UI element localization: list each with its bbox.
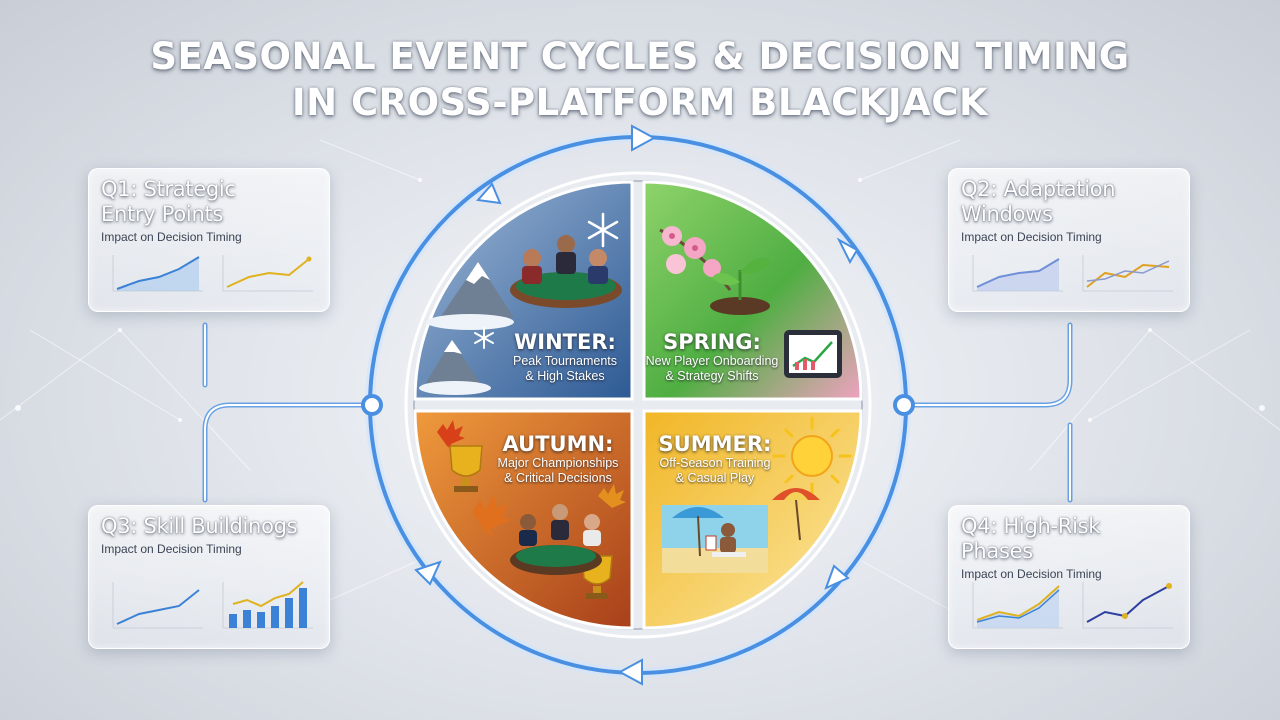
season-spring-line2: & Strategy Shifts <box>665 369 759 383</box>
trophy-icon <box>449 445 483 492</box>
season-summer: SUMMER: Off-Season Training & Casual Pla… <box>640 432 790 486</box>
card-q3: Q3: Skill Buildinogs Impact on Decision … <box>88 505 330 649</box>
maple-leaf-icon <box>437 420 626 537</box>
season-summer-name: SUMMER: <box>658 432 772 456</box>
arrow-lower-left-icon <box>414 560 442 586</box>
arrow-bottom-icon <box>617 658 643 686</box>
beach-scene-icon <box>662 505 768 573</box>
decorative-network-dots <box>15 178 1265 422</box>
season-autumn-line1: Major Championships <box>497 456 619 470</box>
node-right <box>893 394 915 416</box>
season-spring-name: SPRING: <box>663 330 761 354</box>
mountain-icon <box>419 262 514 395</box>
season-summer-line2: & Casual Play <box>675 471 755 485</box>
card-q1-mini-charts <box>112 255 313 292</box>
season-autumn-line2: & Critical Decisions <box>504 471 612 485</box>
snowflake-icon <box>587 212 619 248</box>
card-q4-title: Q4: High-Risk Phases <box>961 514 1101 563</box>
card-q2-subtitle: Impact on Decision Timing <box>961 230 1102 244</box>
inner-disc <box>404 171 872 639</box>
card-q3-subtitle: Impact on Decision Timing <box>101 542 242 556</box>
season-spring-line1: New Player Onboarding <box>645 354 779 368</box>
arrow-lower-right-icon <box>824 564 850 590</box>
championship-table-icon <box>510 504 602 575</box>
season-winter-name: WINTER: <box>514 330 616 354</box>
season-winter-line2: & High Stakes <box>525 369 605 383</box>
sprout-icon <box>710 257 772 315</box>
card-q2: Q2: Adaptation Windows Impact on Decisio… <box>948 168 1190 312</box>
decorative-network-lines <box>0 139 1280 611</box>
card-q3-mini-charts <box>112 581 313 629</box>
card-q1-title: Q1: Strategic Entry Points <box>101 177 236 226</box>
season-winter-line1: Peak Tournaments <box>513 354 617 368</box>
card-q1-subtitle: Impact on Decision Timing <box>101 230 242 244</box>
card-q2-mini-charts <box>972 255 1173 292</box>
card-q3-title: Q3: Skill Buildinogs <box>101 514 298 538</box>
season-spring: SPRING: New Player Onboarding & Strategy… <box>632 330 792 384</box>
page-title: SEASONAL EVENT CYCLES & DECISION TIMING … <box>0 34 1280 126</box>
card-q4-mini-charts <box>972 582 1173 629</box>
card-q1: Q1: Strategic Entry Points Impact on Dec… <box>88 168 330 312</box>
snowflake-small-icon <box>474 327 494 349</box>
season-winter: WINTER: Peak Tournaments & High Stakes <box>490 330 640 384</box>
title-line-2: IN CROSS-PLATFORM BLACKJACK <box>291 81 989 124</box>
card-q4-subtitle: Impact on Decision Timing <box>961 567 1102 581</box>
arrow-upper-right-icon <box>836 237 859 265</box>
arrow-upper-left-icon <box>476 182 502 205</box>
card-table-icon <box>510 235 622 308</box>
card-q2-title: Q2: Adaptation Windows <box>961 177 1116 226</box>
card-q4: Q4: High-Risk Phases Impact on Decision … <box>948 505 1190 649</box>
arrow-top-icon <box>631 124 657 152</box>
season-summer-line1: Off-Season Training <box>659 456 771 470</box>
title-line-1: SEASONAL EVENT CYCLES & DECISION TIMING <box>150 35 1130 78</box>
cycle-arrows <box>414 124 859 686</box>
beach-umbrella-icon <box>772 488 820 541</box>
season-autumn-name: AUTUMN: <box>502 432 614 456</box>
node-left <box>361 394 383 416</box>
sun-icon <box>772 416 852 496</box>
card-q1-line <box>116 256 200 290</box>
tablet-chart-icon <box>784 330 842 378</box>
season-autumn: AUTUMN: Major Championships & Critical D… <box>478 432 638 486</box>
